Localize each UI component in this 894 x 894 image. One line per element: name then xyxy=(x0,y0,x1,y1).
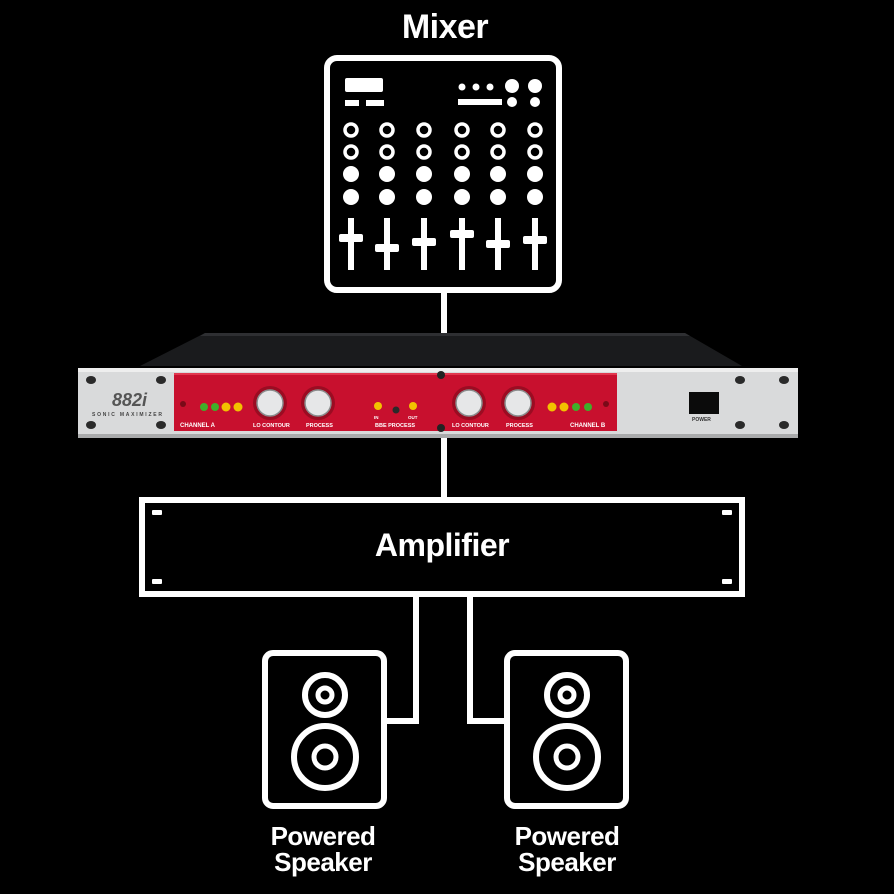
amplifier-box xyxy=(139,497,745,597)
bbe-process-label: BBE PROCESS xyxy=(375,423,415,429)
process-a-label: PROCESS xyxy=(306,423,333,429)
speaker-left-icon xyxy=(262,650,387,809)
speaker-right-label: Powered Speaker xyxy=(514,821,620,877)
channel-a-leds xyxy=(180,401,243,412)
channel-b-knobs xyxy=(452,386,535,420)
red-control-panel xyxy=(174,373,617,431)
power-label: POWER xyxy=(692,417,711,423)
power-switch xyxy=(689,392,719,414)
channel-b-leds xyxy=(547,401,609,412)
speaker-right-icon xyxy=(504,650,629,809)
channel-b-label: CHANNEL B xyxy=(570,423,606,429)
amplifier-label: Amplifier xyxy=(374,527,510,563)
speaker-left-label: Powered Speaker xyxy=(270,821,376,877)
mixer-icon xyxy=(324,55,562,293)
channel-a-label: CHANNEL A xyxy=(180,423,216,429)
process-b-label: PROCESS xyxy=(506,423,533,429)
channel-a-knobs xyxy=(253,386,335,420)
model-label: 882i xyxy=(112,390,148,410)
lo-contour-a-label: LO CONTOUR xyxy=(253,423,290,429)
sonic-maximizer-unit: 882i SONIC MAXIMIZER CHANNEL A LO CONTOU… xyxy=(78,333,798,438)
bbe-process-indicators xyxy=(374,402,417,414)
mixer-label: Mixer xyxy=(401,8,489,46)
lo-contour-b-label: LO CONTOUR xyxy=(452,423,489,429)
amp-to-right-speaker-line xyxy=(467,592,508,724)
in-label: IN xyxy=(374,415,379,420)
amp-to-left-speaker-line xyxy=(382,592,419,724)
brand-label: SONIC MAXIMIZER xyxy=(92,412,162,418)
out-label: OUT xyxy=(408,415,418,420)
